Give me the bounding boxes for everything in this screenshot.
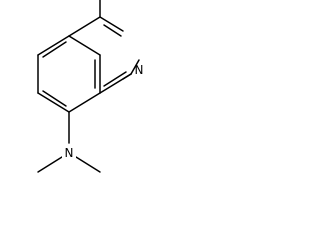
- double-bond-c1-n2: [103, 24, 122, 37]
- bond-c1-n2: [99, 16, 124, 32]
- double-bond-c3-c4: [103, 71, 127, 87]
- molecule-diagram: N N: [37, 0, 144, 173]
- bond-amine-n-methyl-left: [37, 156, 63, 173]
- ring-nitrogen-label: N: [135, 63, 144, 77]
- bond-c4a-c8a: [68, 35, 101, 56]
- amine-nitrogen-label: N: [65, 146, 74, 160]
- double-bond-inner-1: [42, 41, 67, 58]
- bond-c7-c6: [37, 92, 70, 113]
- bond-c6-c5: [68, 92, 101, 113]
- bond-n2-c3-right: [130, 59, 140, 75]
- amine-nitrogen-label-bg: [62, 144, 76, 160]
- bond-c8a-c8: [37, 35, 70, 56]
- bond-amine-n-methyl-right: [75, 156, 101, 173]
- bond-c1-c8a: [68, 16, 101, 37]
- bond-c4-c4a: [99, 73, 132, 94]
- double-bond-inner-2: [42, 90, 67, 107]
